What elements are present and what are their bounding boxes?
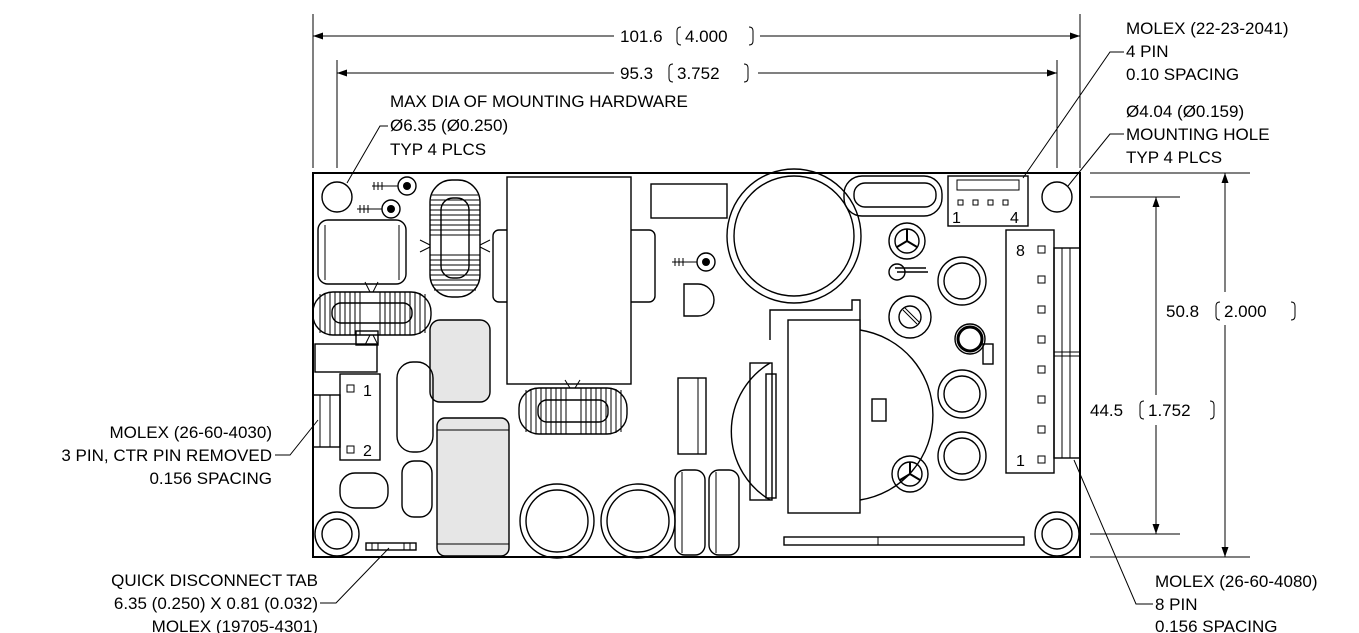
dimension-overall-height: 50.8 2.000 bbox=[1090, 172, 1296, 558]
toroid-inductor-left bbox=[312, 281, 432, 346]
transistor-d-shape bbox=[683, 283, 715, 317]
j1-pin-2-label: 2 bbox=[363, 443, 372, 460]
molex-8pin-line2: 8 PIN bbox=[1155, 595, 1198, 614]
callout-molex-4pin: MOLEX (22-23-2041) 4 PIN 0.10 SPACING bbox=[1022, 19, 1289, 179]
dimension-overall-width: 101.6 4.000 bbox=[312, 14, 1081, 168]
mounting-hole-bottom-right bbox=[1034, 511, 1080, 557]
mounting-hole-top-right bbox=[1041, 181, 1073, 213]
overall-width-inch: 4.000 bbox=[685, 27, 728, 46]
mounting-hardware-line2: Ø6.35 (Ø0.250) bbox=[390, 116, 508, 135]
output-transformer bbox=[730, 299, 934, 514]
capacitor-bottom-1 bbox=[519, 483, 595, 559]
capacitor-small-oval bbox=[339, 472, 389, 509]
molex-8pin-line3: 0.156 SPACING bbox=[1155, 617, 1278, 633]
adjust-screw bbox=[888, 295, 932, 339]
resistor-block bbox=[650, 183, 728, 219]
resistor-vertical bbox=[677, 377, 707, 455]
callout-mounting-hardware: MAX DIA OF MOUNTING HARDWARE Ø6.35 (Ø0.2… bbox=[346, 92, 688, 184]
mounting-hole-line3: TYP 4 PLCS bbox=[1126, 148, 1222, 167]
capacitor-pair-bottom bbox=[674, 469, 740, 556]
j8-pin-1-label: 1 bbox=[1016, 453, 1025, 470]
mounting-hole-top-left bbox=[321, 181, 353, 213]
quick-disconnect-line2: 6.35 (0.250) X 0.81 (0.032) bbox=[114, 594, 318, 613]
hole-spacing-width-mm: 95.3 bbox=[620, 64, 653, 83]
molex-4pin-line2: 4 PIN bbox=[1126, 42, 1169, 61]
mounting-holes bbox=[314, 181, 1080, 557]
overall-height-inch: 2.000 bbox=[1224, 302, 1267, 321]
molex-3pin-line3: 0.156 SPACING bbox=[149, 469, 272, 488]
common-mode-choke bbox=[843, 175, 943, 217]
callout-quick-disconnect: QUICK DISCONNECT TAB 6.35 (0.250) X 0.81… bbox=[111, 547, 390, 633]
hole-spacing-height-mm: 44.5 bbox=[1090, 401, 1123, 420]
output-capacitor-2 bbox=[954, 323, 994, 365]
callout-mounting-hole: Ø4.04 (Ø0.159) MOUNTING HOLE TYP 4 PLCS bbox=[1067, 102, 1270, 187]
film-capacitor-left bbox=[429, 319, 491, 403]
mounting-hole-line2: MOUNTING HOLE bbox=[1126, 125, 1270, 144]
mounting-hole-line1: Ø4.04 (Ø0.159) bbox=[1126, 102, 1244, 121]
overall-width-mm: 101.6 bbox=[620, 27, 663, 46]
quick-disconnect-line1: QUICK DISCONNECT TAB bbox=[111, 571, 318, 590]
output-capacitor-4 bbox=[937, 431, 987, 481]
capacitor-bottom-2 bbox=[600, 483, 676, 559]
molex-4pin-line1: MOLEX (22-23-2041) bbox=[1126, 19, 1289, 38]
trimmer-potentiometer-top bbox=[888, 222, 926, 260]
toroid-inductor-bottom bbox=[518, 379, 628, 435]
small-capacitor-left bbox=[314, 330, 379, 373]
heatsink-strip bbox=[783, 536, 1025, 546]
capacitor-rounded-small bbox=[401, 460, 433, 518]
toroid-inductor-vertical bbox=[419, 179, 491, 298]
diode-components-top-left bbox=[357, 176, 417, 219]
j1-pin-1-label: 1 bbox=[363, 383, 372, 400]
hole-spacing-width-inch: 3.752 bbox=[677, 64, 720, 83]
led-indicator bbox=[888, 263, 928, 281]
molex-8pin-line1: MOLEX (26-60-4080) bbox=[1155, 572, 1318, 591]
connector-j4-4pin: 1 4 bbox=[947, 175, 1029, 227]
bulk-capacitor bbox=[726, 168, 862, 304]
molex-4pin-line3: 0.10 SPACING bbox=[1126, 65, 1239, 84]
quick-disconnect-tab bbox=[365, 542, 417, 551]
connector-j1-3pin: 1 2 bbox=[312, 373, 381, 461]
film-capacitor-bottom bbox=[436, 417, 510, 557]
mounting-hardware-line3: TYP 4 PLCS bbox=[390, 140, 486, 159]
callout-molex-3pin: MOLEX (26-60-4030) 3 PIN, CTR PIN REMOVE… bbox=[61, 419, 319, 488]
j4-pin-4-label: 4 bbox=[1010, 210, 1019, 227]
x-capacitor-left bbox=[317, 219, 407, 285]
j4-pin-1-label: 1 bbox=[952, 210, 961, 227]
molex-3pin-line1: MOLEX (26-60-4030) bbox=[109, 423, 272, 442]
connector-j8-8pin: 8 1 bbox=[1005, 229, 1081, 474]
quick-disconnect-line3: MOLEX (19705-4301) bbox=[152, 617, 318, 633]
output-capacitor-1 bbox=[937, 256, 987, 306]
molex-3pin-line2: 3 PIN, CTR PIN REMOVED bbox=[61, 446, 272, 465]
diode-center bbox=[672, 252, 716, 272]
trimmer-potentiometer-bottom bbox=[891, 455, 929, 493]
pcb-board-outline bbox=[312, 172, 1081, 558]
j8-pin-8-label: 8 bbox=[1016, 243, 1025, 260]
dimension-hole-spacing-height: 44.5 1.752 bbox=[1090, 196, 1215, 535]
overall-height-mm: 50.8 bbox=[1166, 302, 1199, 321]
callout-molex-8pin: MOLEX (26-60-4080) 8 PIN 0.156 SPACING bbox=[1073, 459, 1318, 633]
mounting-hardware-line1: MAX DIA OF MOUNTING HARDWARE bbox=[390, 92, 688, 111]
output-capacitor-3 bbox=[937, 369, 987, 419]
mounting-hole-bottom-left bbox=[314, 511, 360, 557]
capacitor-rounded bbox=[396, 361, 434, 453]
main-transformer bbox=[492, 176, 656, 385]
hole-spacing-height-inch: 1.752 bbox=[1148, 401, 1191, 420]
dimension-hole-spacing-width: 95.3 3.752 bbox=[336, 60, 1058, 168]
